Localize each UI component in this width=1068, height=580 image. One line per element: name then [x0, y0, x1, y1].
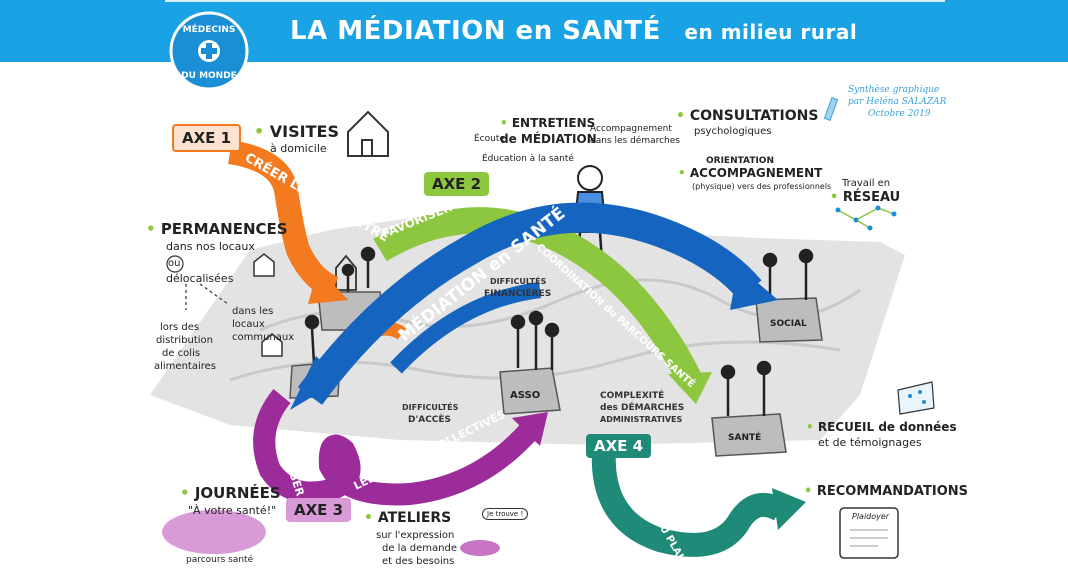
arrow-blue-head-left: [290, 356, 340, 410]
label-consultations-sub: psychologiques: [694, 126, 772, 137]
badge-axe-1: AXE 1: [172, 124, 242, 152]
badge-axe-3: AXE 3: [286, 498, 352, 522]
author-credit: Synthèse graphique par Heléna SALAZAR Oc…: [848, 84, 946, 120]
badge-axe-2: AXE 2: [424, 172, 490, 196]
arrow-orange-creer-rencontre: [227, 140, 339, 300]
label-ecoute: Écoute: [474, 134, 505, 144]
label-perm-branch2-2: locaux: [232, 319, 265, 330]
journees-blob: [162, 510, 266, 554]
permanence-branches: [185, 283, 229, 310]
people-figures: [304, 246, 814, 416]
label-orientation-3: (physique) vers des professionnels: [692, 182, 832, 191]
credit-line-1: Synthèse graphique: [848, 85, 940, 95]
arrow-green-coordination: [373, 207, 702, 386]
badge-axe-4: AXE 4: [586, 434, 652, 458]
label-perm-branch2-3: communaux: [232, 332, 295, 343]
arrow-blue-mediation: [297, 202, 762, 405]
credit-line-3: Octobre 2019: [868, 109, 931, 119]
mdm-logo: MÉDECINS DU MONDE: [169, 11, 249, 91]
platform-asso: [499, 367, 561, 415]
arrow-orange-head: [308, 268, 348, 304]
scroll-icon: [839, 507, 899, 559]
label-visites-sub: à domicile: [270, 142, 327, 155]
platform-label-sante: SANTÉ: [728, 431, 761, 443]
title-main: LA MÉDIATION en SANTÉ: [290, 16, 661, 46]
logo-text-top: MÉDECINS: [183, 23, 236, 35]
network-icon: [835, 205, 897, 231]
label-orientation-2: ACCOMPAGNEMENT: [678, 166, 822, 180]
label-perm-ou: ou: [168, 258, 181, 269]
label-perm-branch1-1: lors des: [160, 322, 200, 333]
label-scroll: Plaidoyer: [852, 512, 890, 521]
label-recueil-1: RECUEIL de données: [806, 420, 957, 434]
arrow-purple-actions: [253, 389, 539, 506]
label-journees-1: JOURNÉES: [180, 484, 281, 502]
page-title: LA MÉDIATION en SANTÉ en milieu rural: [290, 16, 857, 46]
label-recueil-2: et de témoignages: [818, 436, 922, 449]
logo-text-bottom: DU MONDE: [181, 71, 237, 81]
arrow-purple-head: [512, 412, 548, 446]
label-perm-branch2-1: dans les: [232, 306, 274, 317]
platform-label-asso: ASSO: [510, 390, 540, 401]
header-rule: [165, 0, 945, 2]
arrow-teal-plaidoyer: [591, 449, 787, 557]
house-icon-local: [253, 253, 283, 357]
label-perm-branch1-2: distribution: [156, 335, 213, 346]
label-perm-branch1-4: alimentaires: [154, 361, 216, 372]
label-entretiens-2: de MÉDIATION: [500, 132, 597, 146]
label-ateliers-2: de la demande: [382, 543, 457, 554]
pen-icon: [823, 96, 839, 122]
label-consultations: CONSULTATIONS: [676, 108, 819, 124]
label-education: Éducation à la santé: [482, 154, 574, 164]
label-travail-1: Travail en: [842, 178, 891, 189]
ateliers-blob: [460, 540, 500, 556]
arrow-green-head: [668, 372, 712, 404]
arrow-blue-inner: [390, 282, 542, 374]
arrow-blue-head-right: [730, 266, 778, 310]
label-perm-branch1-3: de colis: [162, 348, 201, 359]
label-entretiens-1: ENTRETIENS: [500, 116, 595, 130]
label-travail-2: RÉSEAU: [830, 190, 900, 205]
ou-circle: [166, 255, 184, 273]
arrow-teal-head: [772, 488, 806, 530]
label-ateliers-1: sur l'expression: [376, 530, 455, 541]
platform-sante: [711, 413, 787, 457]
label-ateliers: ATELIERS: [364, 510, 451, 526]
label-orientation-1: ORIENTATION: [706, 156, 774, 166]
map-label-complexite-3: ADMINISTRATIVES: [600, 415, 682, 424]
platform-social: [755, 297, 823, 343]
label-permanences: PERMANENCES: [146, 220, 288, 238]
house-icon-visites: [347, 110, 389, 157]
map-label-complexite-2: des DÉMARCHES: [600, 401, 684, 413]
label-perm-line1: dans nos locaux: [166, 240, 255, 253]
credit-line-2: par Heléna SALAZAR: [848, 97, 947, 107]
label-accompagnement-2: dans les démarches: [590, 136, 680, 146]
platform-label-social: SOCIAL: [770, 319, 807, 329]
map-label-diff-acces-1: DIFFICULTÉS: [402, 401, 459, 412]
house-icon-map: [335, 254, 357, 291]
label-perm-line2: délocalisées: [166, 272, 234, 285]
label-parcours: parcours santé: [186, 555, 254, 565]
speech-bubble: Je trouve !: [482, 508, 529, 520]
map-label-diff-acces-2: D'ACCÈS: [408, 413, 451, 425]
label-ateliers-3: et des besoins: [382, 556, 455, 567]
title-sub: en milieu rural: [684, 20, 858, 44]
label-recommandations: RECOMMANDATIONS: [804, 484, 968, 499]
label-accompagnement-1: Accompagnement: [590, 124, 672, 134]
data-map-icon: [897, 381, 935, 415]
map-label-diff-fin-2: FINANCIÈRES: [484, 287, 551, 299]
label-journees-2: "À votre santé!": [188, 504, 277, 517]
map-label-diff-fin-1: DIFFICULTÉS: [490, 275, 547, 286]
map-label-complexite-1: COMPLEXITÉ: [600, 389, 664, 401]
label-visites: VISITES: [254, 122, 339, 141]
